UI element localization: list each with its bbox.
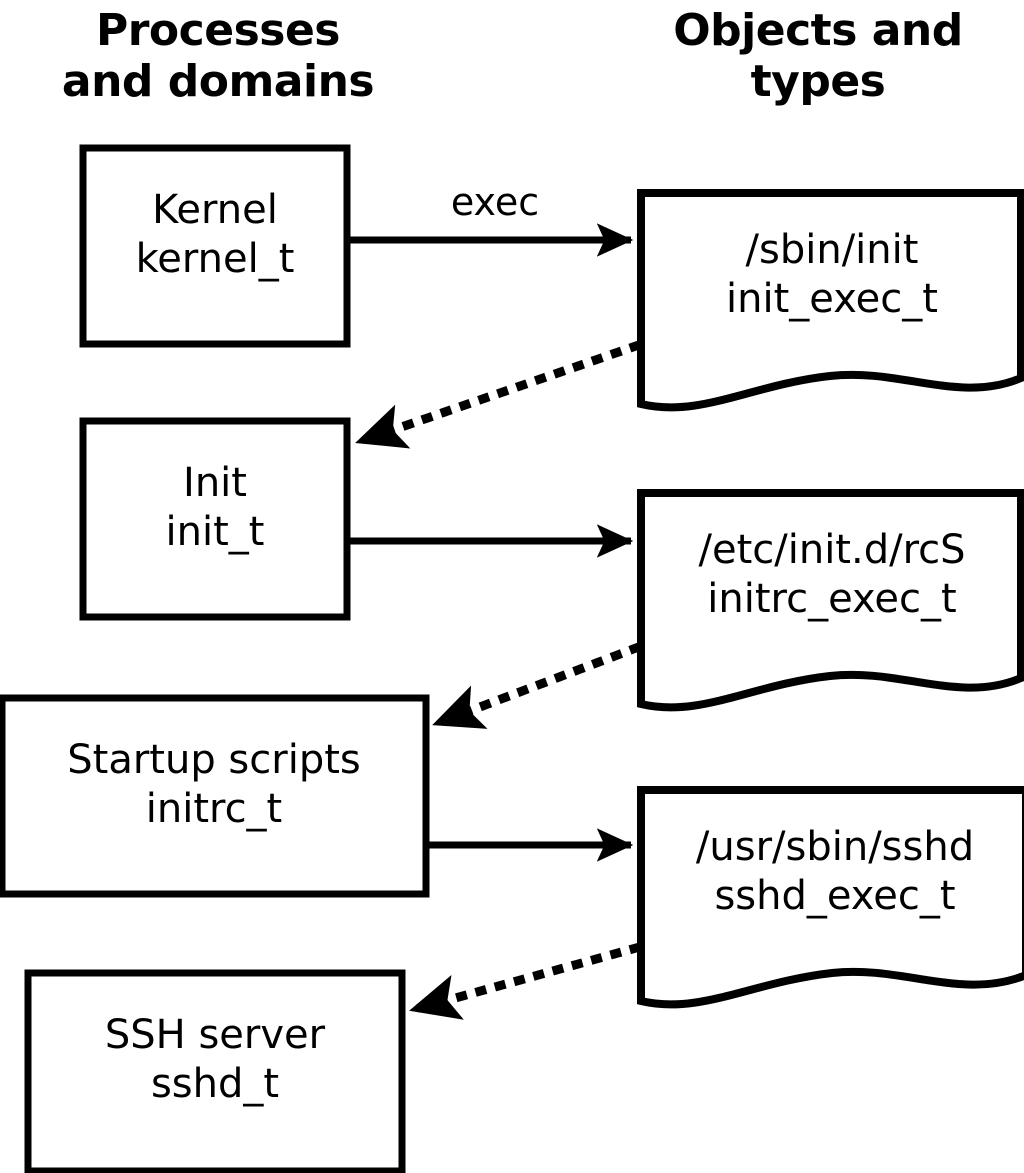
object-doc-init-exec[interactable] (637, 189, 1024, 412)
object-label-init-exec: /sbin/init init_exec_t (726, 227, 938, 322)
process-label-ssh-server: SSH server sshd_t (104, 1012, 326, 1107)
process-box-ssh-server[interactable] (24, 969, 406, 1173)
arrow-initrc-exec-to-startup-scripts (429, 642, 642, 730)
column-heading-processes: Processes and domains (61, 5, 375, 107)
process-label-startup-scripts: Startup scripts initrc_t (67, 737, 361, 832)
object-doc-initrc-exec[interactable] (637, 489, 1024, 712)
process-label-kernel: Kernel kernel_t (135, 187, 295, 282)
object-label-initrc-exec: /etc/init.d/rcS initrc_exec_t (698, 527, 966, 622)
column-heading-objects: Objects and types (673, 5, 963, 107)
object-label-sshd-exec: /usr/sbin/sshd sshd_exec_t (695, 824, 975, 919)
arrow-sshd-exec-to-ssh-server (406, 942, 642, 1020)
process-box-startup-scripts[interactable] (0, 694, 430, 898)
process-label-init: Init init_t (165, 460, 265, 555)
object-doc-sshd-exec[interactable] (637, 786, 1024, 1009)
process-box-init[interactable] (79, 417, 351, 621)
arrow-init-exec-to-init (352, 340, 642, 449)
process-box-kernel[interactable] (79, 144, 351, 348)
edge-label-exec: exec (450, 180, 540, 224)
